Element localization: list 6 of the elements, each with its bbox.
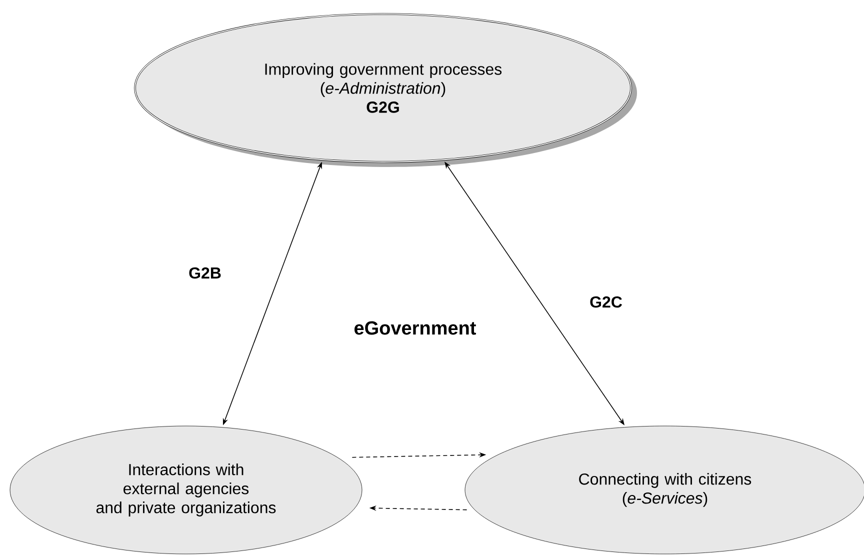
- edge-label: G2B: [186, 265, 224, 281]
- ellipse-node: Connecting with citizens (e-Services): [464, 426, 864, 554]
- center-label: eGovernment: [354, 321, 476, 335]
- ellipse-node: Improving government processes (e-Administration) G2G: [134, 13, 637, 167]
- edge-label: G2C: [588, 294, 624, 310]
- ellipse-node: Interactions with external agencies and private organizations: [10, 426, 362, 554]
